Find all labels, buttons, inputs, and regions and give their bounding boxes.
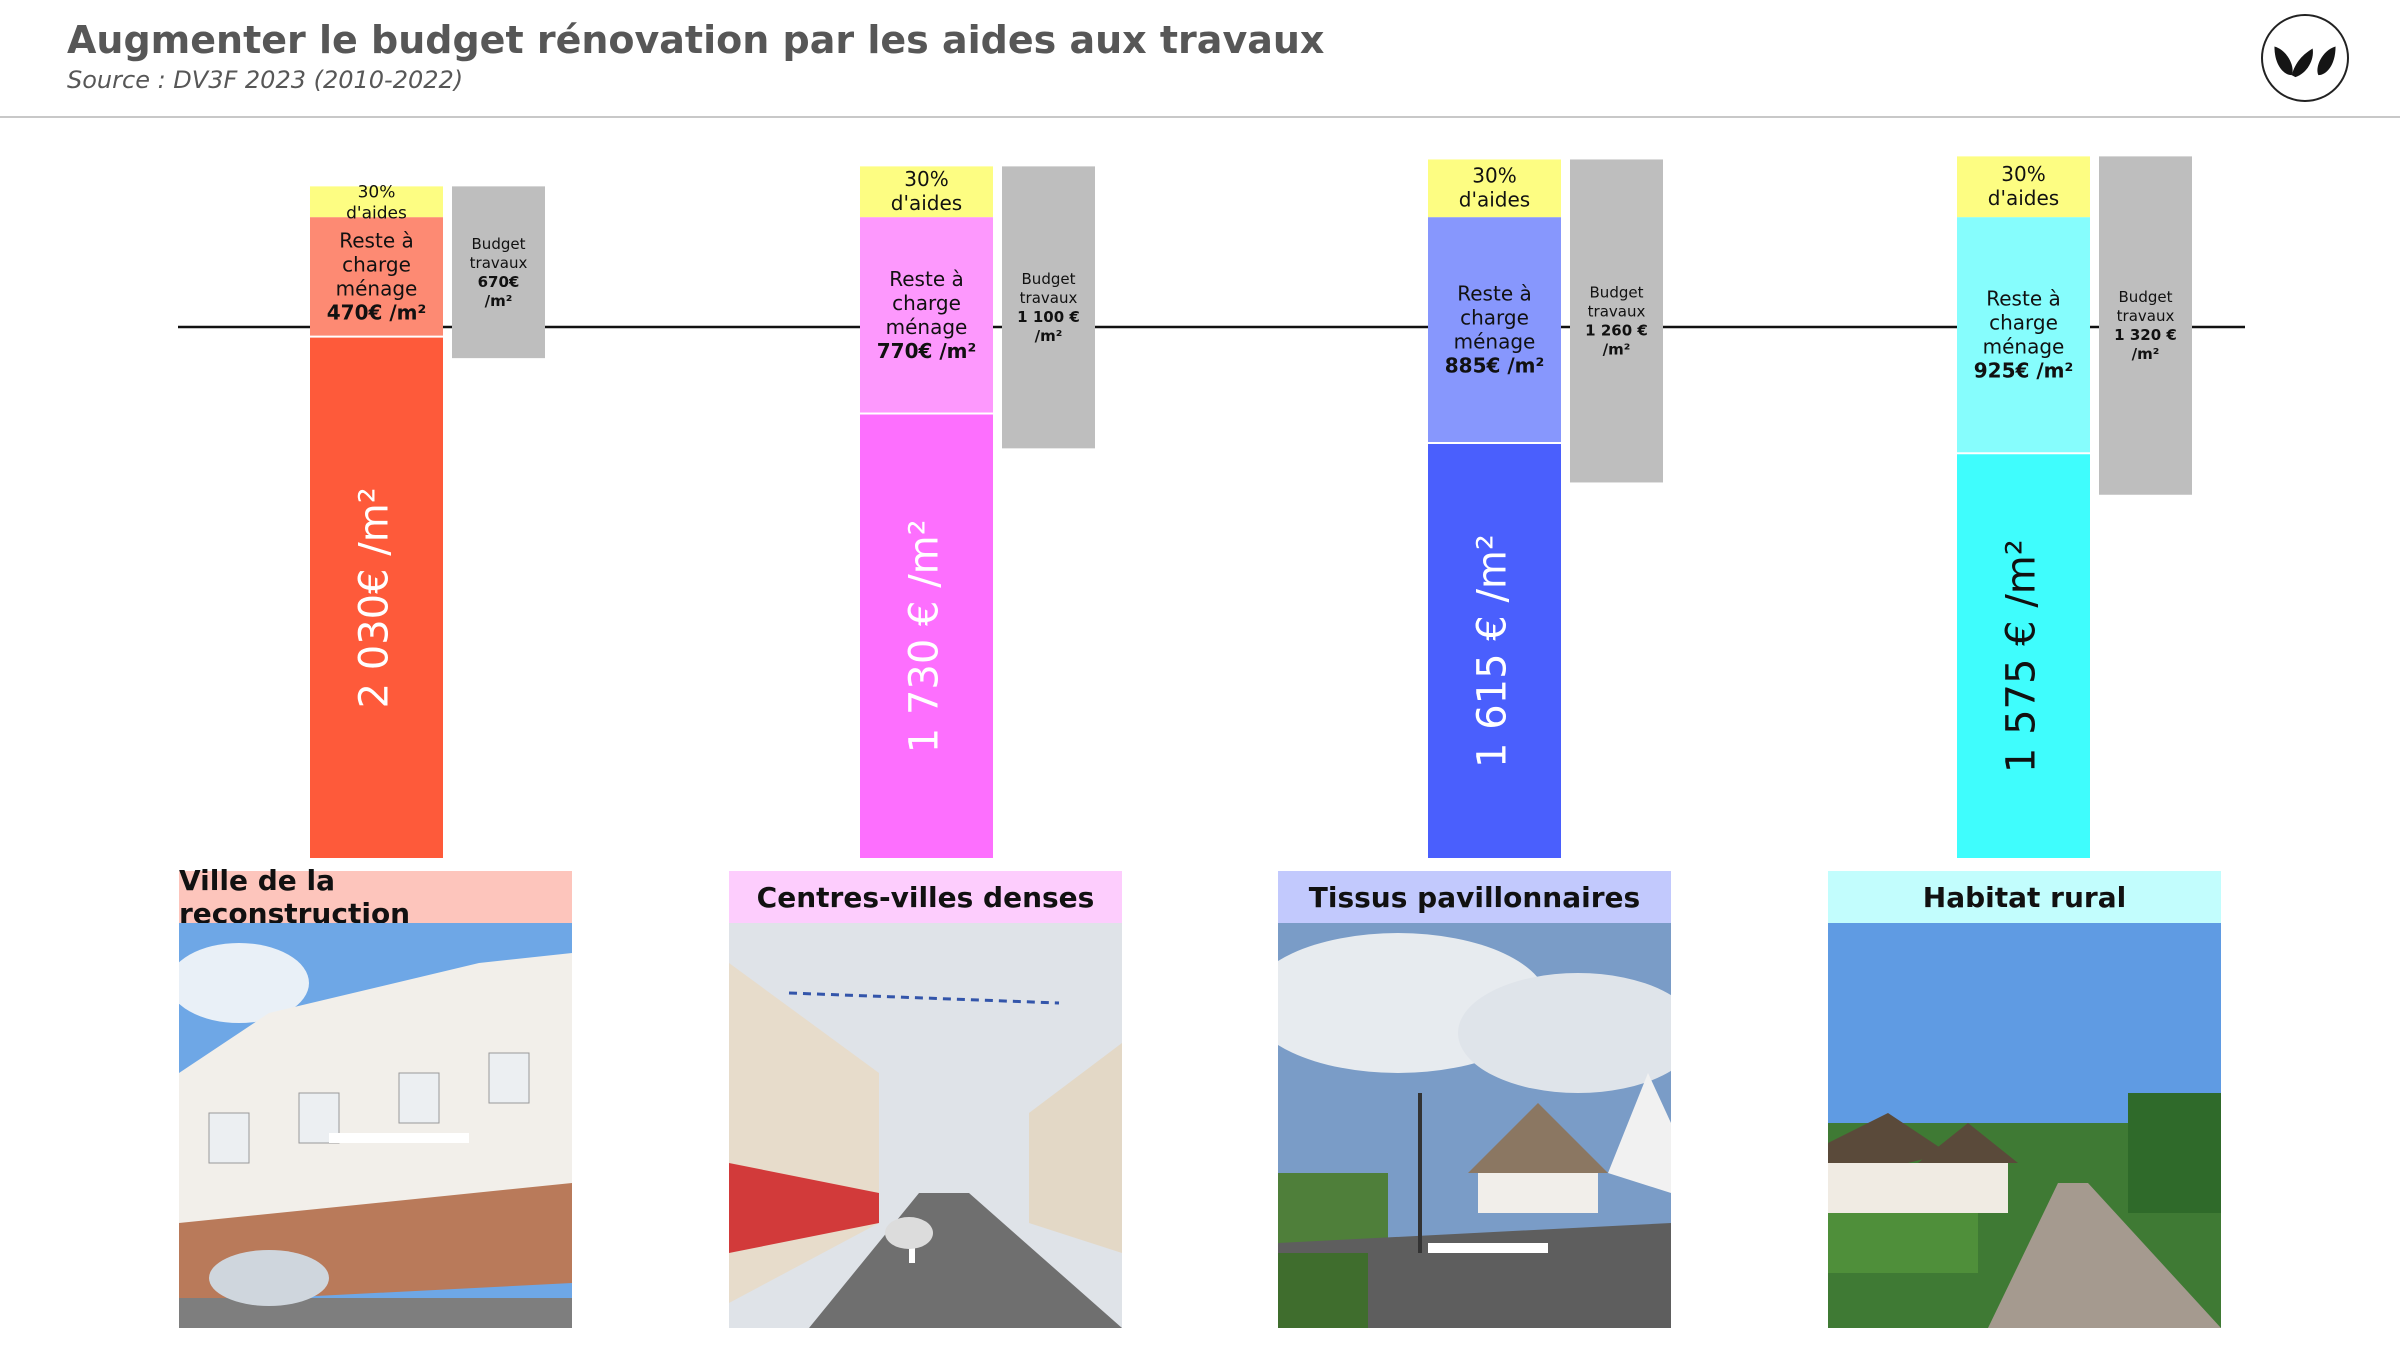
leaf-logo-icon (2261, 14, 2349, 102)
bar-aides-0 (310, 186, 443, 218)
bar-aides-3 (1957, 156, 2090, 218)
page-title: Augmenter le budget rénovation par les a… (67, 18, 1325, 62)
bar-price-1 (860, 414, 993, 858)
bar-price-3 (1957, 454, 2090, 858)
category-header-habitat-rural: Habitat rural (1828, 871, 2221, 923)
bar-price-label-1: 1 730 € /m² (902, 519, 948, 753)
townhouse-street-photo (179, 923, 572, 1328)
dense-town-street-photo (729, 923, 1122, 1328)
bar-budget-2 (1570, 159, 1663, 483)
bar-price-0 (310, 337, 443, 858)
bar-reste-3 (1957, 217, 2090, 453)
bar-aides-label-1: 30%d'aides (891, 167, 962, 215)
bar-budget-1 (1002, 166, 1095, 449)
bar-aides-label-3: 30%d'aides (1988, 162, 2059, 210)
bar-budget-3 (2099, 156, 2192, 495)
bar-price-label-3: 1 575 € /m² (1999, 539, 2045, 773)
bar-price-2 (1428, 444, 1561, 858)
bar-aides-1 (860, 166, 993, 218)
bar-aides-2 (1428, 159, 1561, 218)
suburban-houses-photo (1278, 923, 1671, 1328)
source-note: Source : DV3F 2023 (2010-2022) (67, 66, 464, 94)
category-header-centres-villes: Centres-villes denses (729, 871, 1122, 923)
bar-price-label-2: 1 615 € /m² (1470, 534, 1516, 768)
rural-road-photo (1828, 923, 2221, 1328)
bar-reste-1 (860, 217, 993, 413)
bar-aides-label-2: 30%d'aides (1459, 163, 1530, 211)
bar-reste-2 (1428, 217, 1561, 443)
bar-aides-label-0: 30%d'aides (346, 182, 407, 223)
bar-price-label-0: 2 030€ /m² (352, 487, 398, 708)
bar-budget-0 (452, 186, 545, 359)
category-header-reconstruction: Ville de la reconstruction (179, 864, 572, 930)
category-header-pavillonnaires: Tissus pavillonnaires (1278, 871, 1671, 923)
header-divider (0, 116, 2400, 118)
bar-reste-0 (310, 217, 443, 336)
